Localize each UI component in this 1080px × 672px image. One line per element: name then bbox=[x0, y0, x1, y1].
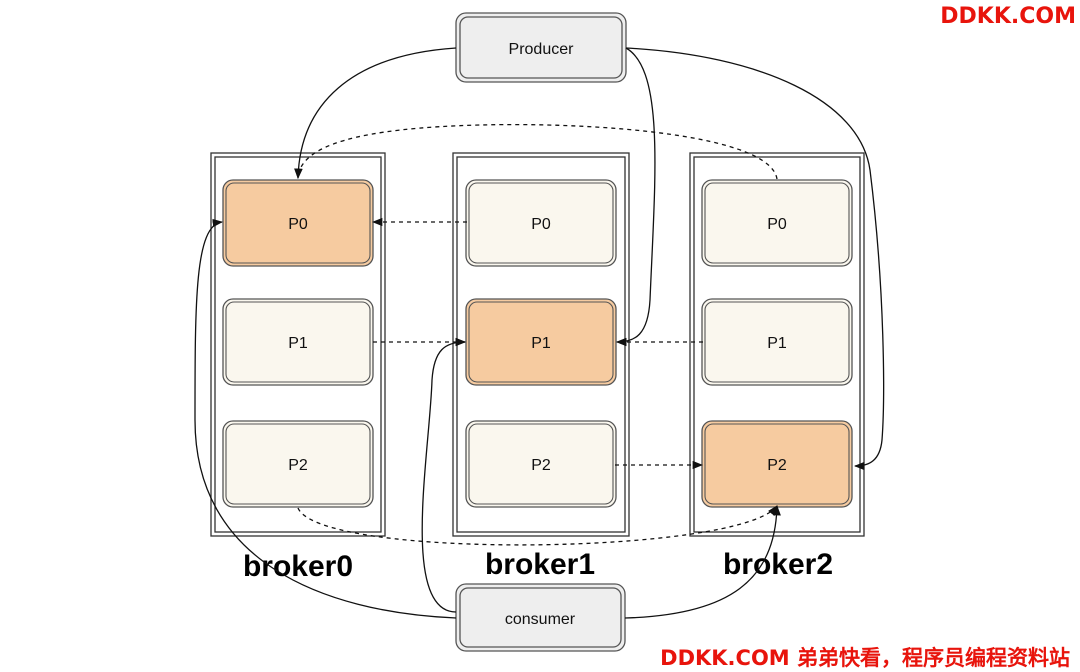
consumer-to-broker2-p2-arrow bbox=[624, 504, 781, 619]
broker-label-0: broker0 bbox=[243, 550, 353, 583]
replica-broker0-p2-to-broker2-p2-arrow bbox=[297, 505, 778, 546]
broker2-partition-p2: P2 bbox=[701, 420, 853, 508]
producer-to-broker1-p1-arrow bbox=[615, 47, 656, 347]
broker-box-0 bbox=[210, 152, 386, 537]
consumer-to-broker0-p0-arrow bbox=[194, 218, 457, 619]
broker1-partition-p1: P1 bbox=[465, 298, 617, 386]
producer-label: Producer bbox=[509, 41, 575, 58]
broker2-partition-p0: P0 bbox=[701, 179, 853, 267]
partition-label: P2 bbox=[767, 457, 787, 474]
broker1-partition-p0: P0 bbox=[465, 179, 617, 267]
broker-box-2 bbox=[689, 152, 865, 537]
broker2-partition-p1: P1 bbox=[701, 298, 853, 386]
broker-label-2: broker2 bbox=[723, 548, 833, 581]
partition-label: P2 bbox=[288, 457, 308, 474]
consumer-node: consumer bbox=[455, 583, 626, 652]
partition-label: P0 bbox=[767, 216, 787, 233]
consumer-label: consumer bbox=[505, 611, 576, 628]
watermark-top: DDKK.COM bbox=[940, 4, 1076, 29]
consumer-to-broker1-p1-arrow bbox=[421, 337, 467, 613]
watermark-bottom: DDKK.COM 弟弟快看，程序员编程资料站 bbox=[660, 646, 1070, 670]
replica-broker2-p0-to-broker0-p0-arrow bbox=[294, 123, 778, 180]
partition-label: P0 bbox=[288, 216, 308, 233]
broker0-partition-p2: P2 bbox=[222, 420, 374, 508]
partition-label: P2 bbox=[531, 457, 551, 474]
partition-label: P0 bbox=[531, 216, 551, 233]
partition-label: P1 bbox=[767, 335, 787, 352]
broker-label-1: broker1 bbox=[485, 548, 595, 581]
broker0-partition-p1: P1 bbox=[222, 298, 374, 386]
producer-to-broker2-p2-arrow bbox=[625, 47, 885, 471]
producer-to-broker0-p0-arrow bbox=[294, 47, 457, 180]
broker1-partition-p2: P2 bbox=[465, 420, 617, 508]
partition-label: P1 bbox=[531, 335, 551, 352]
broker0-partition-p0: P0 bbox=[222, 179, 374, 267]
producer-node: Producer bbox=[455, 12, 627, 83]
partition-label: P1 bbox=[288, 335, 308, 352]
